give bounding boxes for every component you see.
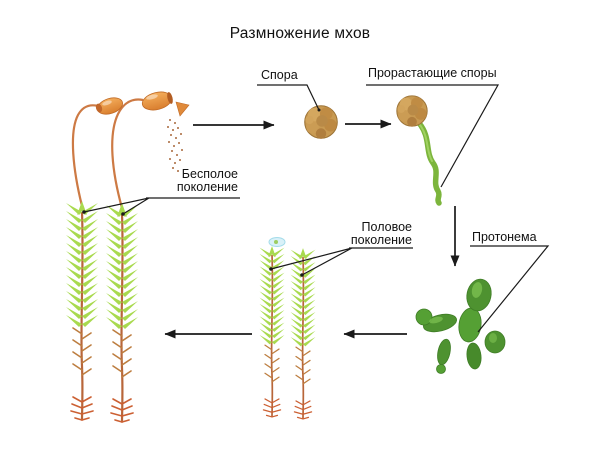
germinating-spore-illustration: [396, 95, 442, 206]
label-pointer-lines: [83, 84, 550, 333]
falling-spores: [167, 119, 183, 172]
label-germinating-spores: Прорастающие споры: [368, 66, 497, 80]
spore-pointer: [257, 84, 320, 111]
sexual-generation-pointer: [270, 247, 413, 276]
sporophyte-stalk: [111, 98, 144, 209]
sporophyte-capsule-open: [141, 91, 190, 117]
water-droplet: [268, 237, 286, 247]
asexual-generation-pointer: [83, 197, 240, 215]
label-asexual-generation: Бесполое поколение: [176, 167, 238, 194]
sporophyte-stalk: [71, 104, 99, 207]
label-protonema: Протонема: [472, 230, 537, 244]
label-spore: Спора: [261, 68, 298, 82]
pointer-dots: [82, 108, 321, 277]
young-moss-illustration: [260, 237, 316, 419]
protonema-pointer: [470, 245, 550, 333]
protonema-illustration: [415, 278, 506, 374]
adult-moss-illustration: [66, 91, 190, 422]
diagram-title: Размножение мхов: [229, 25, 371, 42]
label-sexual-generation: Половое поколение: [350, 220, 412, 247]
germinating-spores-pointer: [366, 84, 500, 188]
germ-tube: [416, 120, 442, 206]
sporophyte-capsule: [95, 97, 123, 115]
cycle-arrows: [164, 119, 460, 339]
spore-illustration: [304, 105, 338, 140]
